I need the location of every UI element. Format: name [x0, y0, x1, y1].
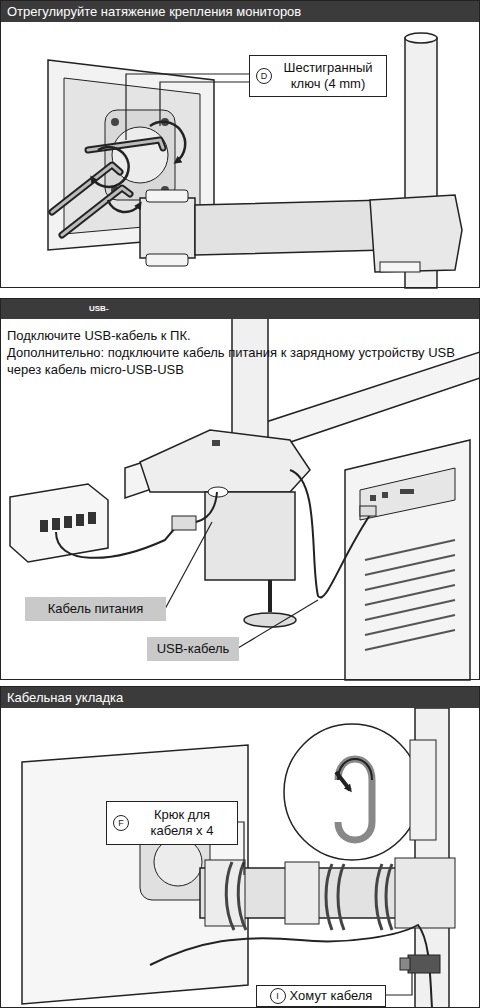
- cable-management-drawing: [395, 858, 455, 928]
- usb-connection-drawing: [88, 512, 96, 524]
- usb-connection-drawing: [360, 506, 376, 516]
- callout-box: FКрюк для кабеля x 4: [106, 801, 238, 845]
- part-label: Хомут кабеля: [290, 988, 373, 1004]
- monitor-mount-drawing: [92, 147, 129, 187]
- part-label: Шестигранный ключ (4 mm): [276, 60, 380, 92]
- usb-connection-drawing: [10, 484, 108, 562]
- callout-box: DШестигранный ключ (4 mm): [249, 55, 387, 97]
- usb-connection-drawing: [370, 495, 376, 501]
- cable-management-drawing: [410, 740, 436, 840]
- usb-connection-drawing: [165, 522, 212, 609]
- usb-connection-drawing: [268, 580, 272, 612]
- cable-management-drawing: [22, 745, 248, 1004]
- usb-connection-drawing: [56, 528, 175, 558]
- callout-letter: I: [270, 988, 286, 1004]
- cable-label: Кабель питания: [25, 597, 166, 621]
- monitor-mount-drawing: [405, 33, 437, 43]
- cable-management-drawing: [376, 864, 392, 930]
- monitor-mount-drawing: [160, 82, 250, 126]
- cable-management-drawing: [150, 925, 432, 1008]
- instruction-text: Дополнительно: подключите кабель питания…: [7, 344, 475, 378]
- usb-connection-drawing: [172, 516, 196, 530]
- usb-connection-drawing: [244, 613, 296, 627]
- usb-connection-drawing: [196, 492, 217, 522]
- usb-connection-drawing: [290, 470, 370, 597]
- cable-label: USB-кабель: [147, 637, 239, 661]
- monitor-mount-drawing: [126, 74, 250, 140]
- cable-management-drawing: [237, 822, 244, 875]
- cable-management-drawing: [408, 955, 440, 973]
- cable-management-drawing: [154, 838, 202, 886]
- panel-heading: Кабельная укладка: [1, 687, 479, 708]
- usb-connection-drawing: [382, 492, 388, 498]
- monitor-mount-drawing: [195, 200, 385, 255]
- usb-connection-drawing: [52, 518, 60, 530]
- monitor-mount-drawing: [146, 254, 188, 266]
- monitor-mount-drawing: [111, 118, 119, 126]
- cable-management-drawing: [22, 708, 455, 1008]
- usb-connection-drawing: [40, 520, 48, 532]
- part-label: Кабель питания: [48, 601, 144, 617]
- callout-letter: D: [256, 68, 272, 84]
- part-label: USB-кабель: [157, 641, 230, 657]
- cable-management-drawing: [338, 759, 372, 780]
- usb-connection-drawing: [205, 492, 295, 580]
- usb-connection-drawing: [76, 514, 84, 526]
- usb-connection-drawing: [64, 516, 72, 528]
- cable-management-drawing: [338, 759, 372, 840]
- cable-management-drawing: [400, 958, 410, 970]
- usb-connection-drawing: [238, 600, 318, 648]
- usb-connection-drawing: [400, 489, 414, 494]
- cable-management-drawing: [336, 772, 350, 790]
- cable-management-drawing: [385, 973, 412, 995]
- monitor-mount-drawing: [108, 200, 140, 212]
- callout-box: IХомут кабеля: [256, 985, 386, 1007]
- monitor-mount-drawing: [370, 195, 462, 272]
- panel: USB- Подключите USB-кабель к ПК.Дополните…: [0, 298, 480, 680]
- usb-connection-drawing: [140, 430, 310, 492]
- cable-management-drawing: [285, 862, 319, 924]
- part-label: Крюк для кабеля x 4: [133, 807, 231, 839]
- usb-connection-drawing: [208, 487, 228, 497]
- monitor-mount-drawing: [150, 122, 185, 162]
- callout-letter: F: [113, 815, 129, 831]
- instruction-text: Подключите USB-кабель к ПК.: [7, 327, 475, 344]
- cable-management-drawing: [284, 724, 420, 860]
- cable-management-drawing: [226, 862, 246, 930]
- cable-management-drawing: [326, 864, 344, 930]
- usb-connection-drawing: [365, 540, 455, 650]
- panel-heading: USB-: [1, 299, 479, 319]
- monitor-mount-drawing: [146, 190, 188, 202]
- panel: Кабельная укладкаFКрюк для кабеля x 4 IХо…: [0, 686, 480, 1008]
- usb-connection-drawing: [345, 440, 470, 680]
- usb-connection-drawing: [212, 440, 220, 446]
- monitor-mount-drawing: [48, 33, 462, 288]
- panel: Отрегулируйте натяжение крепления монито…: [0, 0, 480, 288]
- monitor-mount-drawing: [380, 262, 420, 272]
- monitor-mount-drawing: [140, 198, 195, 258]
- panel-heading: Отрегулируйте натяжение крепления монито…: [1, 1, 479, 22]
- usb-connection-drawing: [360, 468, 455, 520]
